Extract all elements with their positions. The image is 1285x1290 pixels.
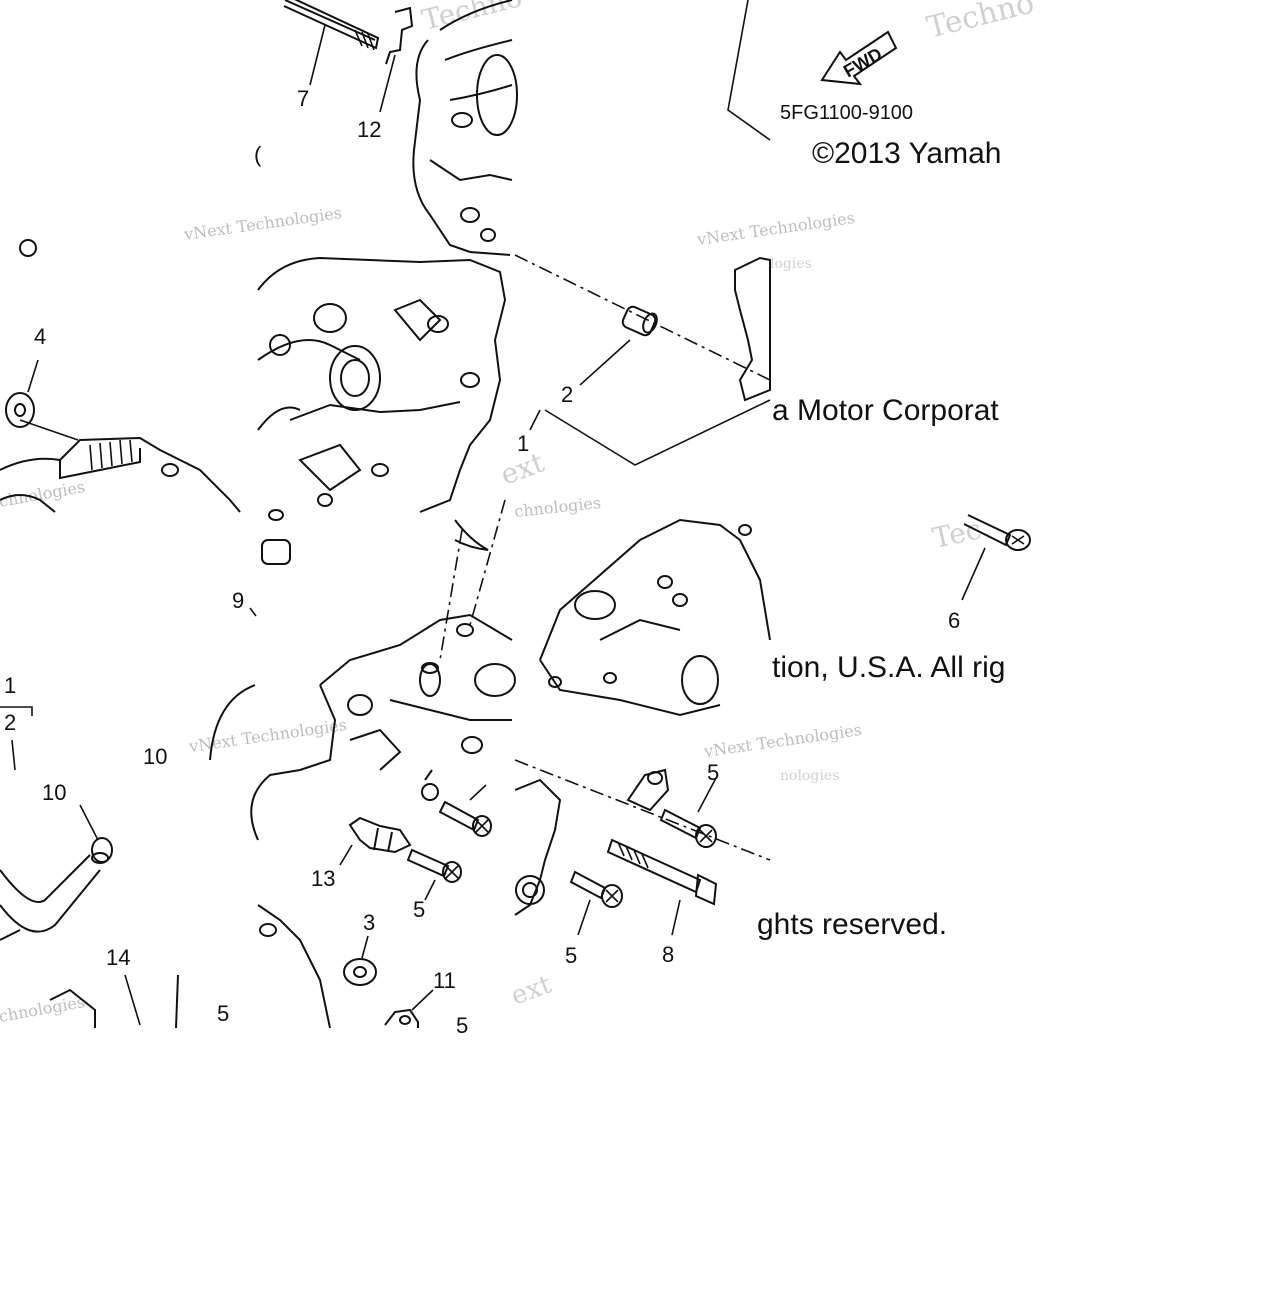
fwd-arrow-icon: FWD (820, 30, 898, 86)
long-bolt-8 (606, 838, 718, 906)
callout-14: 14 (106, 945, 130, 970)
watermark-company-2: vNext Technologies (695, 208, 856, 249)
callout-5-left: 5 (217, 1001, 229, 1026)
callout-3: 3 (363, 910, 375, 935)
callout-2-bracket: 2 (4, 710, 16, 735)
callout-5-right: 5 (565, 943, 577, 968)
crankcase-lower (261, 499, 516, 771)
callout-5-center: 5 (413, 897, 425, 922)
case-right-middle (539, 518, 771, 717)
watermark-company: vNext Technologies (182, 203, 343, 244)
watermark-fragment-4: logies (770, 256, 812, 272)
bolt-5-center (406, 848, 462, 883)
watermark-fragment-7: ext (507, 969, 556, 1011)
breather-hose (0, 854, 101, 941)
watermark-fragment-5: nologies (780, 768, 839, 784)
callout-13: 13 (311, 866, 335, 891)
copyright-line-3: tion, U.S.A. All rig (772, 651, 1005, 684)
callout-4: 4 (34, 324, 46, 349)
clip-13 (348, 816, 412, 854)
ring-lug (421, 769, 439, 801)
watermark-fragment-3: chnologies (0, 992, 86, 1026)
callout-1-bracket: 1 (4, 673, 16, 698)
dowel-pin-2 (621, 305, 658, 337)
washer-4 (5, 392, 35, 428)
case-left-section (0, 239, 241, 513)
watermark-brand: Techno (923, 0, 1037, 46)
copyright-line-4: ghts reserved. (757, 908, 947, 941)
bolt-5-upper (438, 800, 492, 837)
callout-8: 8 (662, 942, 674, 967)
part-number: 5FG1100-9100 (780, 102, 913, 124)
washer-3 (343, 958, 377, 986)
watermark-company-4: vNext Technologies (702, 720, 863, 761)
crankcase-center (257, 256, 507, 513)
case-right-bracket (734, 256, 771, 402)
copyright-line-1: ©2013 Yamah (812, 137, 1001, 170)
watermark-fragment: chnologies (0, 477, 86, 511)
case-upper-section (283, 0, 518, 256)
svg-text:(: ( (254, 142, 262, 167)
clamp-10 (91, 837, 113, 864)
case-bottom-left (250, 769, 331, 1029)
callout-7: 7 (297, 86, 309, 111)
callout-9: 9 (232, 588, 244, 613)
callout-5-edge: 5 (456, 1013, 468, 1038)
watermark-brand-2: Techno (419, 0, 526, 37)
callout-1: 1 (517, 431, 529, 456)
callout-10-upper: 10 (143, 744, 167, 769)
bolt-6 (963, 514, 1031, 551)
case-bottom-right (514, 768, 670, 916)
copyright-line-2: a Motor Corporat (772, 394, 999, 427)
plate-11 (384, 1008, 419, 1028)
callout-6: 6 (948, 608, 960, 633)
callout-2: 2 (561, 382, 573, 407)
watermark-fragment-2: chnologies (513, 493, 602, 521)
callout-12: 12 (357, 117, 381, 142)
bolt-5-right-upper (659, 808, 717, 848)
bolt-5-right (569, 870, 623, 908)
svg-text:5: 5 (707, 760, 719, 785)
callout-10-lower: 10 (42, 780, 66, 805)
callout-11: 11 (433, 968, 456, 993)
